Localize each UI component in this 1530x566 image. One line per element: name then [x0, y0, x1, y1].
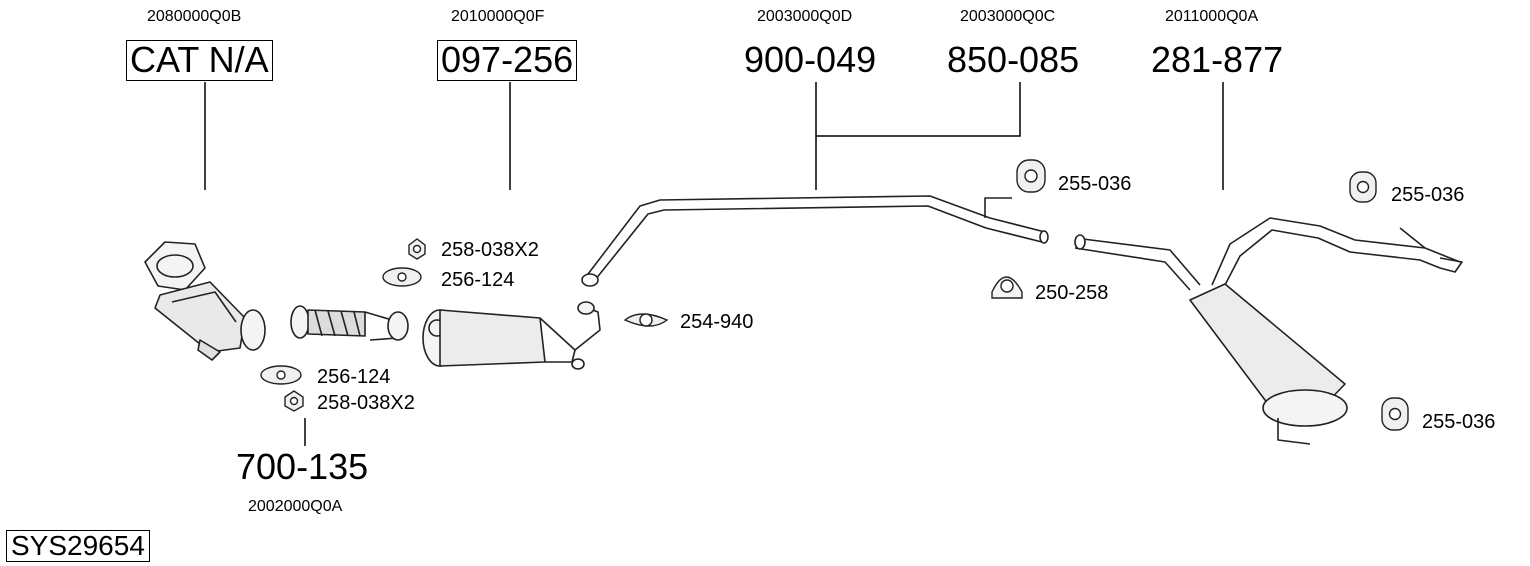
- band-clamp-icon: [991, 276, 1023, 299]
- oem-code: 2003000Q0D: [757, 8, 853, 25]
- rubber-hanger-icon: [1349, 171, 1377, 203]
- part-number-label[interactable]: CAT N/A: [126, 40, 273, 81]
- oem-code: 2011000Q0A: [1165, 8, 1259, 25]
- clamp-icon: [623, 313, 669, 327]
- fitting-label[interactable]: 255-036: [1422, 411, 1496, 433]
- gasket-icon: [260, 365, 302, 385]
- part-number-label[interactable]: 900-049: [744, 39, 877, 80]
- system-code-label: SYS29654: [6, 530, 150, 562]
- oem-code: 2002000Q0A: [248, 498, 343, 515]
- leader-line-850: [816, 82, 1021, 137]
- particulate-filter-part: [422, 301, 601, 370]
- oem-code: 2080000Q0B: [147, 8, 242, 25]
- rubber-hanger-icon: [1381, 397, 1409, 431]
- fitting-label[interactable]: 250-258: [1035, 282, 1109, 304]
- part-number-label[interactable]: 281-877: [1151, 39, 1284, 80]
- fitting-label[interactable]: 256-124: [317, 366, 391, 388]
- fitting-label[interactable]: 254-940: [680, 311, 754, 333]
- centre-pipe-part: [581, 195, 1049, 287]
- part-number-label[interactable]: 850-085: [947, 39, 1080, 80]
- fitting-label[interactable]: 255-036: [1391, 184, 1465, 206]
- fitting-label[interactable]: 258-038X2: [441, 239, 539, 261]
- part-number-label[interactable]: 097-256: [437, 40, 578, 81]
- fitting-label[interactable]: 256-124: [441, 269, 515, 291]
- rear-silencer-part: [1074, 217, 1463, 445]
- catalytic-converter-part: [144, 241, 266, 361]
- fitting-label[interactable]: 255-036: [1058, 173, 1132, 195]
- oem-code: 2010000Q0F: [451, 8, 545, 25]
- rubber-hanger-icon: [1016, 159, 1046, 193]
- nut-icon: [408, 238, 426, 260]
- fitting-label[interactable]: 258-038X2: [317, 392, 415, 414]
- nut-icon: [284, 390, 304, 412]
- part-number-label[interactable]: 700-135: [236, 446, 369, 487]
- flex-pipe-part: [290, 305, 409, 341]
- gasket-icon: [382, 267, 422, 287]
- oem-code: 2003000Q0C: [960, 8, 1056, 25]
